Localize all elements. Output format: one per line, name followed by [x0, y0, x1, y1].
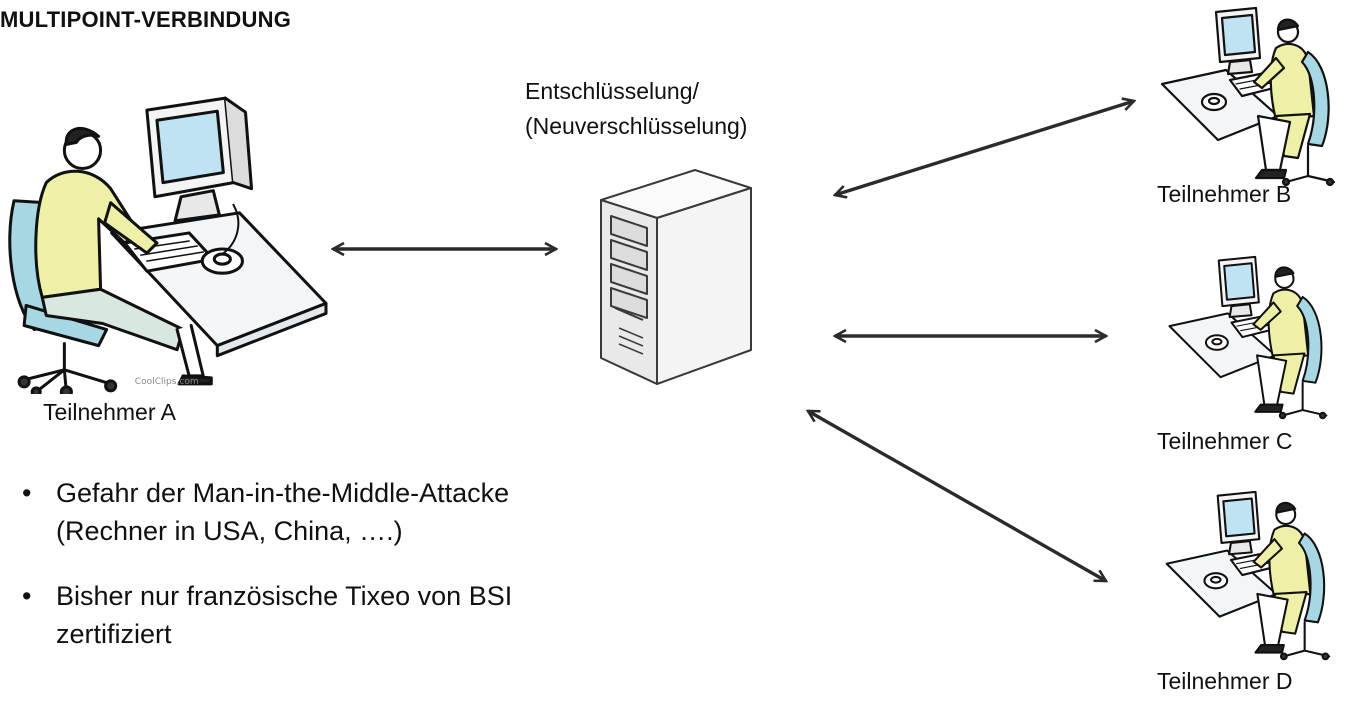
participant-a-icon: CoolClips.com: [8, 96, 328, 394]
server-icon: [600, 169, 752, 385]
participant-b-icon: [1160, 6, 1336, 187]
participant-a-label: Teilnehmer A: [43, 399, 176, 425]
arrow-server-d: [808, 409, 1106, 583]
server-caption: Entschlüsselung/ (Neuverschlüsselung): [525, 74, 747, 144]
participant-c-icon: [1168, 255, 1328, 420]
bullet-marker: •: [22, 581, 32, 611]
server-caption-line1: Entschlüsselung/: [525, 78, 699, 104]
bullet-item: • Bisher nur französische Tixeo von BSI …: [22, 577, 782, 653]
participant-d-label: Teilnehmer D: [1157, 668, 1293, 694]
bullet-item: • Gefahr der Man-in-the-Middle-Attacke (…: [22, 474, 782, 550]
bullet-list: • Gefahr der Man-in-the-Middle-Attacke (…: [22, 474, 782, 680]
server-caption-line2: (Neuverschlüsselung): [525, 113, 748, 139]
participant-c-label: Teilnehmer C: [1157, 428, 1293, 454]
page-title: MULTIPOINT-VERBINDUNG: [0, 7, 292, 32]
participant-a-watermark: CoolClips.com: [135, 377, 199, 387]
bullet-marker: •: [22, 478, 32, 508]
participant-b-label: Teilnehmer B: [1157, 181, 1292, 207]
bullet-text: Bisher nur französische Tixeo von BSI ze…: [56, 581, 513, 649]
arrow-server-b: [835, 101, 1134, 195]
participant-d-icon: [1165, 490, 1331, 661]
bullet-text: Gefahr der Man-in-the-Middle-Attacke (Re…: [56, 478, 510, 546]
